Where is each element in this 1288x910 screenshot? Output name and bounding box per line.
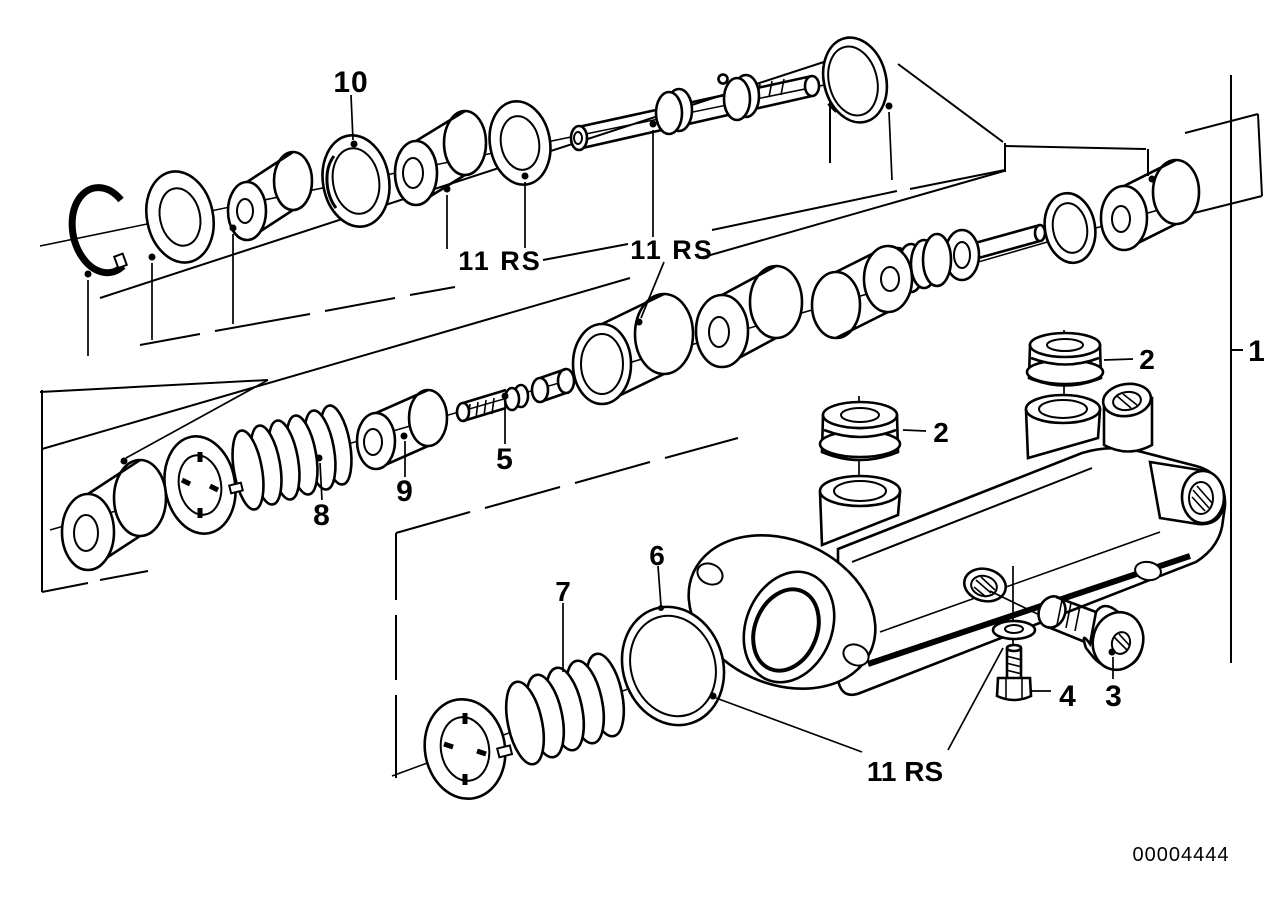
seal-ring-10 <box>321 134 391 228</box>
push-rod <box>569 73 821 152</box>
kit-boundary-lines <box>39 57 1263 778</box>
flange-bolt-hole <box>842 643 870 667</box>
lock-plate-mid <box>163 435 245 535</box>
support-washer <box>943 228 981 282</box>
plug-3 <box>1037 595 1145 672</box>
master-cylinder-body <box>687 330 1227 697</box>
callout-11rs-top-left: 11 RS <box>458 246 542 276</box>
piston-cup-2 <box>393 109 488 207</box>
sleeve-cup-11rs <box>571 292 695 406</box>
flange-bolt-hole <box>696 562 724 586</box>
circlip <box>68 184 129 277</box>
grommet-2b <box>1025 331 1105 387</box>
rear-reservoir-boss <box>1101 382 1154 453</box>
secondary-piston <box>694 264 804 369</box>
end-piston-cup <box>1099 158 1201 252</box>
secondary-outlet <box>1134 560 1162 582</box>
lock-plate-bottom <box>423 697 514 801</box>
callout-2-rear: 2 <box>1139 344 1155 375</box>
primary-spring <box>231 404 353 511</box>
row3-parts <box>423 605 726 801</box>
callout-9: 9 <box>396 475 414 508</box>
o-ring-seal-large <box>821 36 889 124</box>
bleed-screw-4 <box>995 643 1033 702</box>
callout-11rs-bottom: 11 RS <box>867 756 943 787</box>
large-ring-seal <box>1043 191 1097 265</box>
right-outlet-port <box>1148 460 1226 526</box>
callout-4: 4 <box>1059 680 1077 713</box>
callout-3: 3 <box>1105 680 1123 713</box>
washer-4 <box>991 619 1037 641</box>
o-ring-6 <box>620 605 726 727</box>
callout-1: 1 <box>1248 335 1266 368</box>
row2-parts <box>60 158 1201 572</box>
reservoir-port-front <box>818 396 902 547</box>
mounting-flange <box>687 533 877 691</box>
short-rod <box>974 223 1047 261</box>
callout-7: 7 <box>555 576 571 607</box>
leader-lines <box>84 75 1243 753</box>
row1-parts <box>68 36 889 277</box>
reservoir-port-rear <box>1024 330 1102 460</box>
fasteners <box>989 566 1145 702</box>
secondary-spring-7 <box>504 652 626 766</box>
grommet-2a <box>818 400 902 462</box>
callouts: 10 11 RS 11 RS 1 2 2 3 4 5 6 7 8 9 11 RS… <box>313 66 1266 866</box>
callout-2-front: 2 <box>933 417 949 448</box>
stop-screw-5 <box>455 367 576 423</box>
piston-cup-right <box>810 244 914 340</box>
callout-5: 5 <box>496 443 514 476</box>
callout-8: 8 <box>313 499 331 532</box>
washer-ring-2 <box>488 100 552 186</box>
drawing-number: 00004444 <box>1133 844 1230 866</box>
washer-ring-1 <box>145 170 215 264</box>
callout-6: 6 <box>649 540 665 571</box>
callout-11rs-top-right: 11 RS <box>630 235 714 265</box>
primary-piston-cup <box>60 458 168 572</box>
spring-bushing-9 <box>355 388 449 471</box>
callout-10: 10 <box>333 66 368 99</box>
piston-cup-1 <box>226 150 314 242</box>
